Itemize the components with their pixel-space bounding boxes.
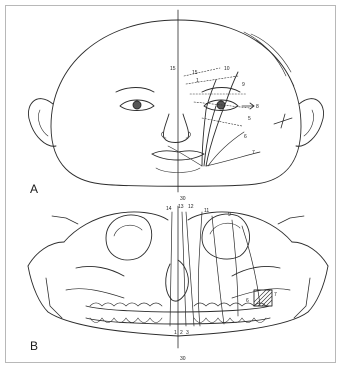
panel-a-midline-bottom-label: 30 xyxy=(180,196,186,202)
marker-label: 14 xyxy=(166,206,172,212)
marker-label: 3 xyxy=(186,330,189,336)
marker-label: 9 xyxy=(228,212,231,218)
marker-label: 13 xyxy=(178,204,184,210)
anatomy-figure: 30 15 15 1 10 8 9 6 5 7 30 14 13 12 11 9… xyxy=(6,6,337,364)
marker-label: 9 xyxy=(242,82,245,88)
marker-label: 6 xyxy=(246,298,249,304)
marker-label: 2 xyxy=(180,330,183,336)
figure-frame: 30 15 15 1 10 8 9 6 5 7 30 14 13 12 11 9… xyxy=(5,5,336,363)
marker-label: 8 xyxy=(256,104,259,110)
panel-a-face-drawing xyxy=(28,10,323,192)
panel-a-letter: A xyxy=(30,182,38,196)
marker-label: 12 xyxy=(188,204,194,210)
marker-label: 1 xyxy=(174,330,177,336)
marker-label: 6 xyxy=(244,134,247,140)
marker-label: 7 xyxy=(274,292,277,298)
panel-a-midline-top-label: 15 xyxy=(170,66,176,72)
marker-label: 1 xyxy=(196,78,199,84)
panel-b-letter: B xyxy=(30,339,38,353)
panel-b-midline-bottom-label: 30 xyxy=(180,356,186,362)
marker-label: 5 xyxy=(248,116,251,122)
marker-label: 15 xyxy=(192,70,198,76)
marker-label: 11 xyxy=(204,208,209,214)
marker-label: 10 xyxy=(224,66,230,72)
marker-label: 7 xyxy=(252,150,255,156)
panel-b-skull-drawing xyxy=(28,206,328,348)
